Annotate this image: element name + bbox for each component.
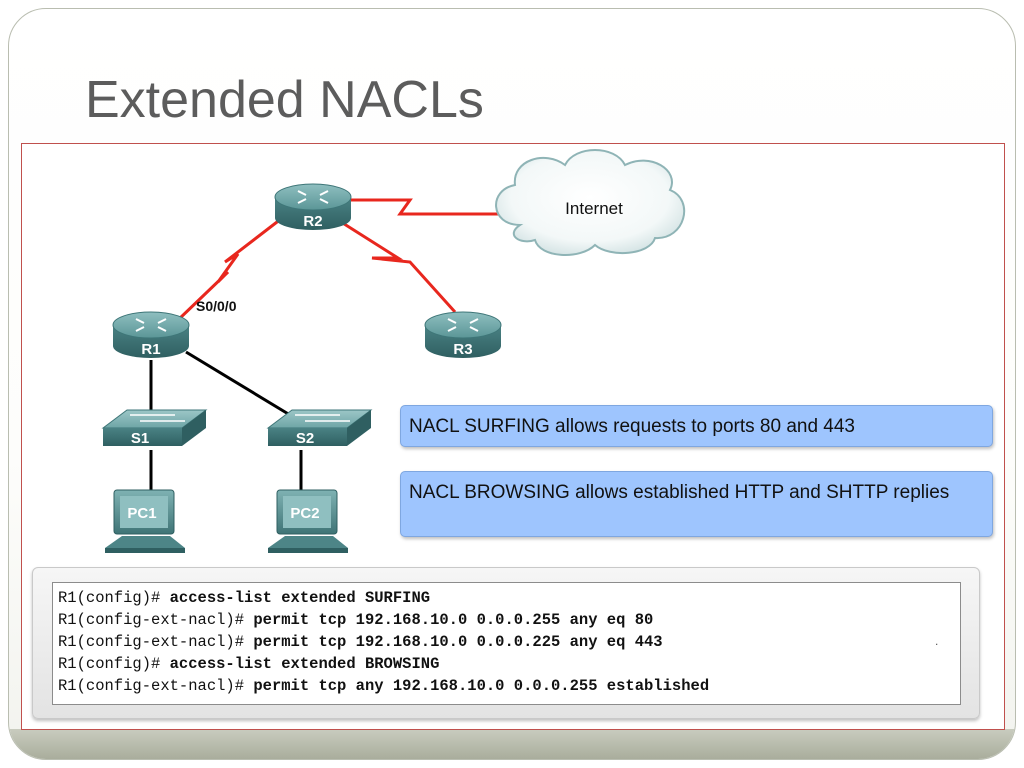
pc-icon — [268, 489, 348, 553]
cloud-label: Internet — [565, 199, 623, 218]
pc-label: PC2 — [290, 505, 319, 522]
switch-icon — [101, 409, 208, 446]
command-line: R1(config-ext-nacl)# permit tcp any 192.… — [58, 677, 709, 695]
footer-band — [9, 729, 1015, 759]
command-line: R1(config-ext-nacl)# permit tcp 192.168.… — [58, 633, 663, 651]
command-box — [52, 582, 961, 705]
link-r1-s2 — [185, 350, 291, 417]
stray-mark: . — [935, 634, 939, 648]
command-prompt: R1(config)# — [58, 589, 170, 607]
note-surfing: NACL SURFING allows requests to ports 80… — [400, 405, 993, 447]
pc-icon — [105, 489, 185, 553]
router-icon — [424, 311, 502, 358]
command-prompt: R1(config-ext-nacl)# — [58, 633, 254, 651]
switch-icon — [266, 409, 373, 446]
link-r2-internet — [340, 198, 500, 216]
link-r1-r2 — [176, 210, 291, 322]
router-label: R2 — [303, 213, 322, 230]
switch-label: S1 — [131, 430, 149, 447]
command-prompt: R1(config)# — [58, 655, 170, 673]
command-prompt: R1(config-ext-nacl)# — [58, 611, 254, 629]
note-browsing: NACL BROWSING allows established HTTP an… — [400, 471, 993, 537]
router-icon — [112, 311, 190, 358]
command-prompt: R1(config-ext-nacl)# — [58, 677, 254, 695]
router-icon — [274, 183, 352, 230]
command-line: R1(config)# access-list extended BROWSIN… — [58, 655, 439, 673]
command-line: R1(config)# access-list extended SURFING — [58, 589, 430, 607]
link-r2-r3 — [329, 213, 457, 314]
command-text: permit tcp 192.168.10.0 0.0.0.255 any eq… — [253, 611, 654, 629]
pc-label: PC1 — [127, 505, 156, 522]
command-text: access-list extended BROWSING — [169, 655, 440, 673]
command-text: permit tcp 192.168.10.0 0.0.0.225 any eq… — [253, 633, 663, 651]
slide-title: Extended NACLs — [85, 71, 484, 129]
command-text: permit tcp any 192.168.10.0 0.0.0.255 es… — [253, 677, 710, 695]
router-label: R1 — [141, 341, 160, 358]
internet-cloud-icon — [495, 149, 686, 257]
command-text: access-list extended SURFING — [169, 589, 431, 607]
interface-label: S0/0/0 — [196, 298, 237, 314]
router-label: R3 — [453, 341, 472, 358]
command-line: R1(config-ext-nacl)# permit tcp 192.168.… — [58, 611, 653, 629]
switch-label: S2 — [296, 430, 314, 447]
